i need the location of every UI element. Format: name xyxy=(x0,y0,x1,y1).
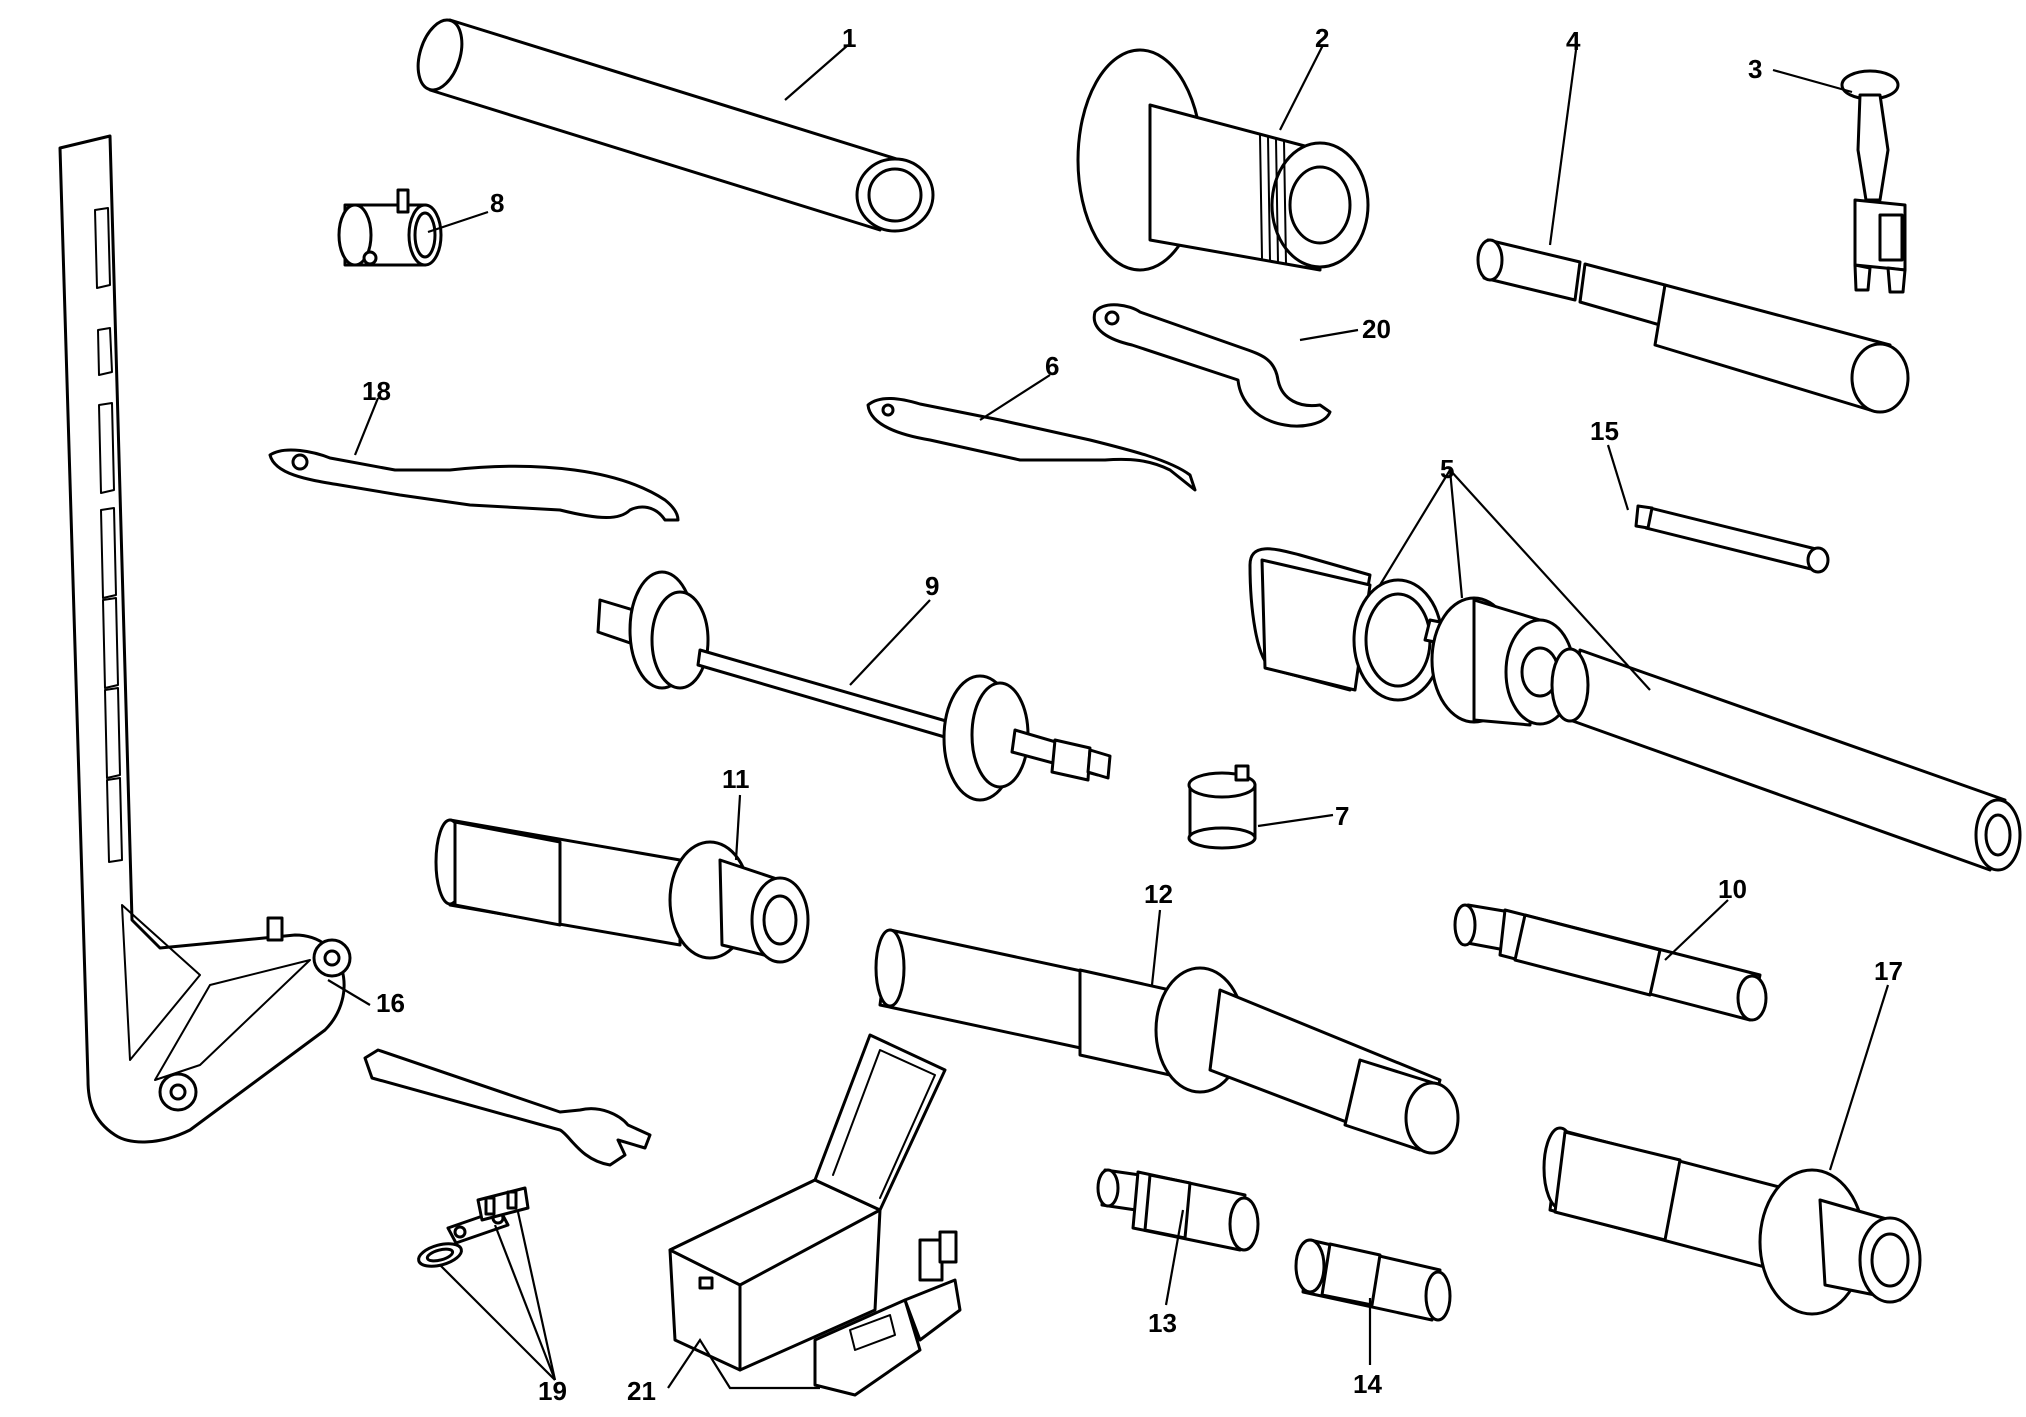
label-16: 16 xyxy=(376,988,405,1018)
label-5: 5 xyxy=(1440,454,1454,484)
part-17-flanged-driver xyxy=(1542,1126,1922,1316)
label-11: 11 xyxy=(722,764,750,794)
label-4: 4 xyxy=(1566,26,1581,56)
part-13-small-driver xyxy=(1096,1168,1260,1252)
label-1: 1 xyxy=(842,23,856,53)
label-2: 2 xyxy=(1315,23,1329,53)
label-21: 21 xyxy=(627,1376,656,1406)
label-8: 8 xyxy=(490,188,504,218)
part-1-tube xyxy=(416,18,935,233)
part-3-puller xyxy=(1840,69,1907,294)
part-4-shaft xyxy=(1476,238,1910,414)
part-2-flange-tool xyxy=(1076,48,1370,272)
label-9: 9 xyxy=(925,571,939,601)
part-11-flanged-driver xyxy=(434,818,810,964)
part-12-driver-bar xyxy=(874,928,1460,1155)
part-5-tool-set xyxy=(1248,547,2022,872)
label-10: 10 xyxy=(1718,874,1747,904)
label-19: 19 xyxy=(538,1376,567,1406)
label-20: 20 xyxy=(1362,314,1391,344)
part-16-open-wrench xyxy=(363,1048,652,1167)
part-21-tool-box xyxy=(668,1033,962,1397)
part-7-ring xyxy=(1187,764,1257,850)
label-18: 18 xyxy=(362,376,391,406)
part-9-puller-assembly xyxy=(596,570,1112,802)
part-10-punch xyxy=(1453,903,1768,1022)
label-3: 3 xyxy=(1748,54,1762,84)
label-13: 13 xyxy=(1148,1308,1177,1338)
leader-lines xyxy=(327,44,1890,1390)
part-16-bracket xyxy=(58,134,352,1144)
part-8-collar xyxy=(337,188,443,267)
part-15-pin xyxy=(1634,504,1830,574)
label-17: 17 xyxy=(1874,956,1903,986)
part-6-hook-spanner xyxy=(866,397,1197,492)
label-6: 6 xyxy=(1045,351,1059,381)
part-labels: 1 2 3 4 5 6 7 8 9 10 11 12 13 14 15 16 1… xyxy=(362,23,1903,1406)
label-14: 14 xyxy=(1353,1369,1382,1399)
part-18-hook-spanner xyxy=(268,448,680,522)
label-15: 15 xyxy=(1590,416,1619,446)
part-14-small-driver xyxy=(1294,1238,1452,1322)
part-20-hook-spanner xyxy=(1092,303,1332,428)
part-19-chain-link xyxy=(417,1186,530,1268)
label-7: 7 xyxy=(1335,801,1349,831)
label-12: 12 xyxy=(1144,879,1173,909)
